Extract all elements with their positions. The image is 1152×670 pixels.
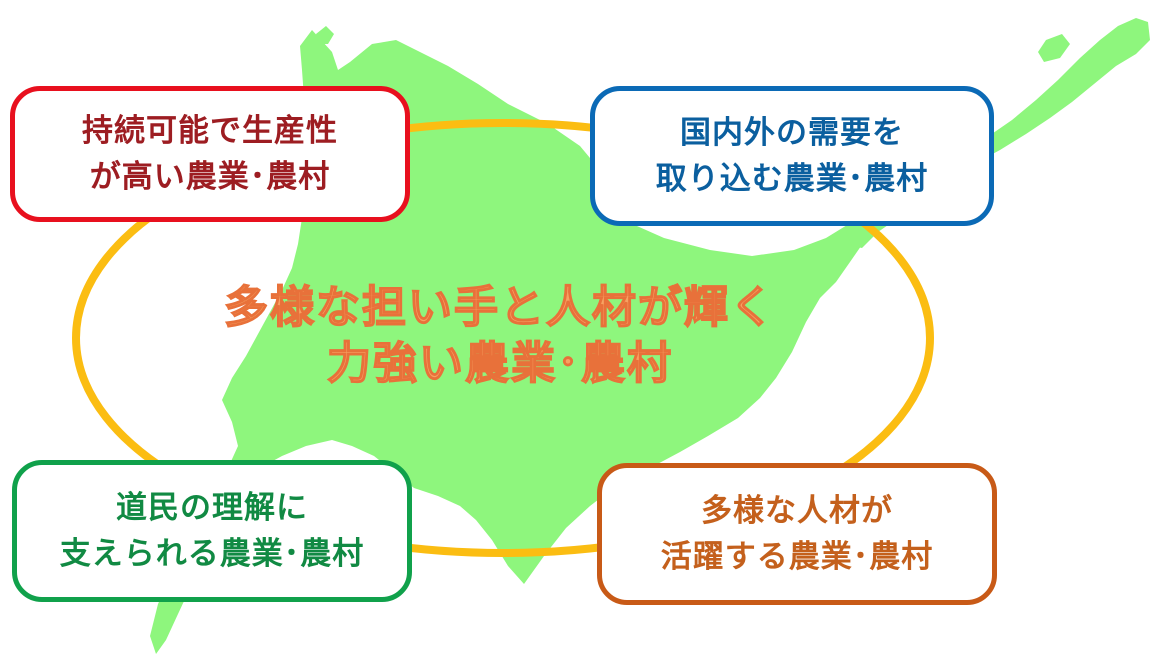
central-vision-line1: 多様な担い手と人材が輝く <box>223 281 776 334</box>
central-vision-line2: 力強い農業･農村 <box>326 337 673 390</box>
goal-box-line2: 活躍する農業･農村 <box>660 539 934 575</box>
small-island <box>1038 34 1070 62</box>
goal-box-line1: 道民の理解に <box>116 490 308 526</box>
goal-box-line1: 多様な人材が <box>701 493 893 529</box>
ellipse-ring <box>72 119 934 557</box>
goal-box-line2: 取り込む農業･農村 <box>655 161 929 197</box>
kuril-island-chain <box>944 18 1150 178</box>
goal-box-line1: 国内外の需要を <box>680 115 904 151</box>
goal-box-diverse-talent: 多様な人材が 活躍する農業･農村 <box>597 463 997 605</box>
goal-box-domestic-overseas-demand: 国内外の需要を 取り込む農業･農村 <box>590 86 994 226</box>
goal-box-citizen-support: 道民の理解に 支えられる農業･農村 <box>12 460 412 602</box>
goal-box-line2: 支えられる農業･農村 <box>59 536 365 572</box>
goal-box-sustainable-productive: 持続可能で生産性 が高い農業･農村 <box>10 86 410 222</box>
northern-islet <box>316 26 334 44</box>
central-vision-title: 多様な担い手と人材が輝く 力強い農業･農村 <box>180 280 820 392</box>
goal-box-line1: 持続可能で生産性 <box>82 113 338 149</box>
goal-box-line2: が高い農業･農村 <box>89 159 331 195</box>
